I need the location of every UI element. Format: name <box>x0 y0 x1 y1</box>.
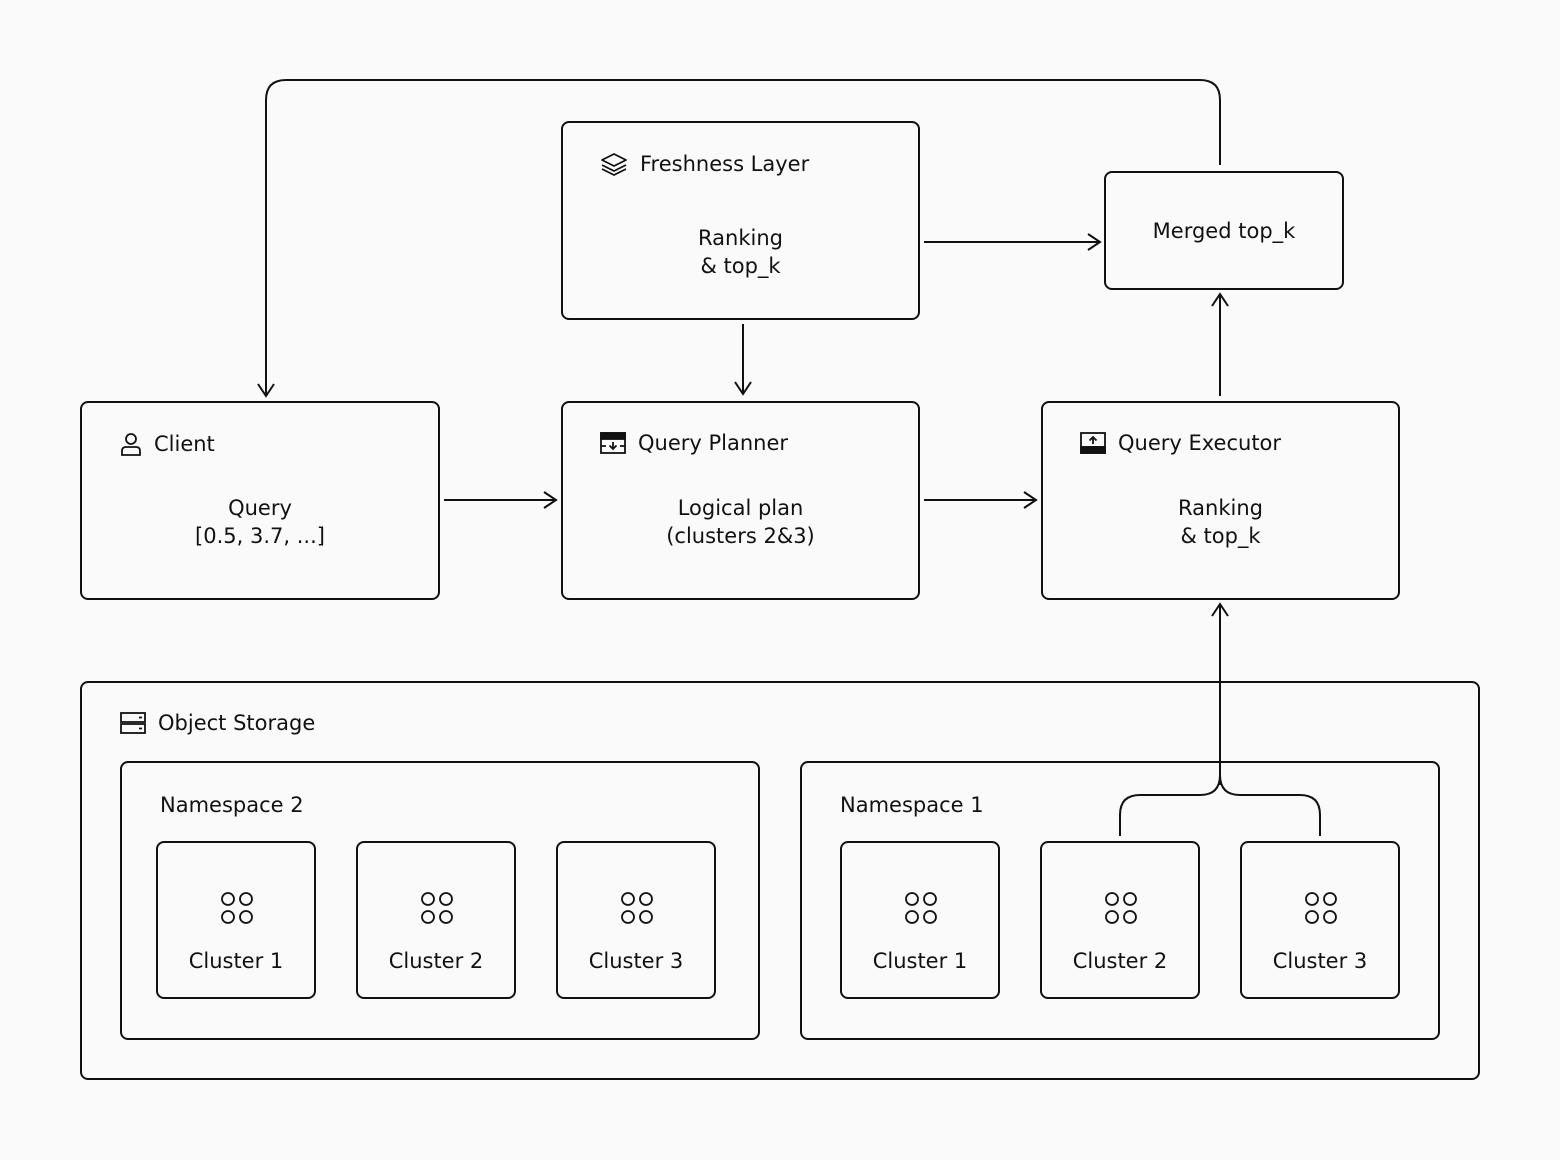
ns2-cluster-2: Cluster 2 <box>356 841 516 999</box>
cluster-icon <box>421 892 453 924</box>
query-planner-box: Query Planner Logical plan (clusters 2&3… <box>561 401 920 600</box>
storage-icon <box>120 712 146 734</box>
cluster-label: Cluster 1 <box>872 949 968 973</box>
merged-topk-box: Merged top_k <box>1104 171 1344 290</box>
freshness-layer-body: Ranking & top_k <box>563 224 918 280</box>
query-planner-title: Query Planner <box>638 430 789 455</box>
cluster-icon <box>621 892 653 924</box>
query-executor-body: Ranking & top_k <box>1043 494 1398 550</box>
executor-icon <box>1080 432 1106 454</box>
executor-line-2: & top_k <box>1180 524 1261 548</box>
namespace-1-box: Namespace 1 <box>800 761 1440 1040</box>
client-body: Query [0.5, 3.7, ...] <box>82 494 438 550</box>
merged-topk-label: Merged top_k <box>1152 218 1296 243</box>
cluster-label: Cluster 2 <box>388 949 484 973</box>
object-storage-title: Object Storage <box>158 710 316 735</box>
executor-line-1: Ranking <box>1178 496 1263 520</box>
layers-icon <box>601 153 627 176</box>
freshness-layer-title: Freshness Layer <box>640 151 810 176</box>
ns2-cluster-3: Cluster 3 <box>556 841 716 999</box>
freshness-line-1: Ranking <box>698 226 783 250</box>
client-line-2: [0.5, 3.7, ...] <box>195 524 325 548</box>
user-icon <box>121 433 141 456</box>
cluster-label: Cluster 2 <box>1072 949 1168 973</box>
planner-icon <box>600 432 626 454</box>
namespace-1-label: Namespace 1 <box>840 793 984 817</box>
namespace-2-label: Namespace 2 <box>160 793 304 817</box>
cluster-icon <box>1105 892 1137 924</box>
freshness-layer-box: Freshness Layer Ranking & top_k <box>561 121 920 320</box>
ns1-cluster-1: Cluster 1 <box>840 841 1000 999</box>
client-title: Client <box>154 431 215 456</box>
client-line-1: Query <box>228 496 292 520</box>
query-executor-box: Query Executor Ranking & top_k <box>1041 401 1400 600</box>
ns1-cluster-3: Cluster 3 <box>1240 841 1400 999</box>
query-executor-title: Query Executor <box>1118 430 1282 455</box>
cluster-label: Cluster 3 <box>1272 949 1368 973</box>
ns2-cluster-1: Cluster 1 <box>156 841 316 999</box>
cluster-label: Cluster 1 <box>188 949 284 973</box>
ns1-cluster-2: Cluster 2 <box>1040 841 1200 999</box>
namespace-2-box: Namespace 2 <box>120 761 760 1040</box>
planner-line-1: Logical plan <box>677 496 804 520</box>
client-box: Client Query [0.5, 3.7, ...] <box>80 401 440 600</box>
freshness-line-2: & top_k <box>700 254 781 278</box>
cluster-icon <box>1305 892 1337 924</box>
object-storage-box: Object Storage <box>80 681 1480 1080</box>
cluster-label: Cluster 3 <box>588 949 684 973</box>
cluster-icon <box>905 892 937 924</box>
planner-line-2: (clusters 2&3) <box>666 524 815 548</box>
cluster-icon <box>221 892 253 924</box>
query-planner-body: Logical plan (clusters 2&3) <box>563 494 918 550</box>
